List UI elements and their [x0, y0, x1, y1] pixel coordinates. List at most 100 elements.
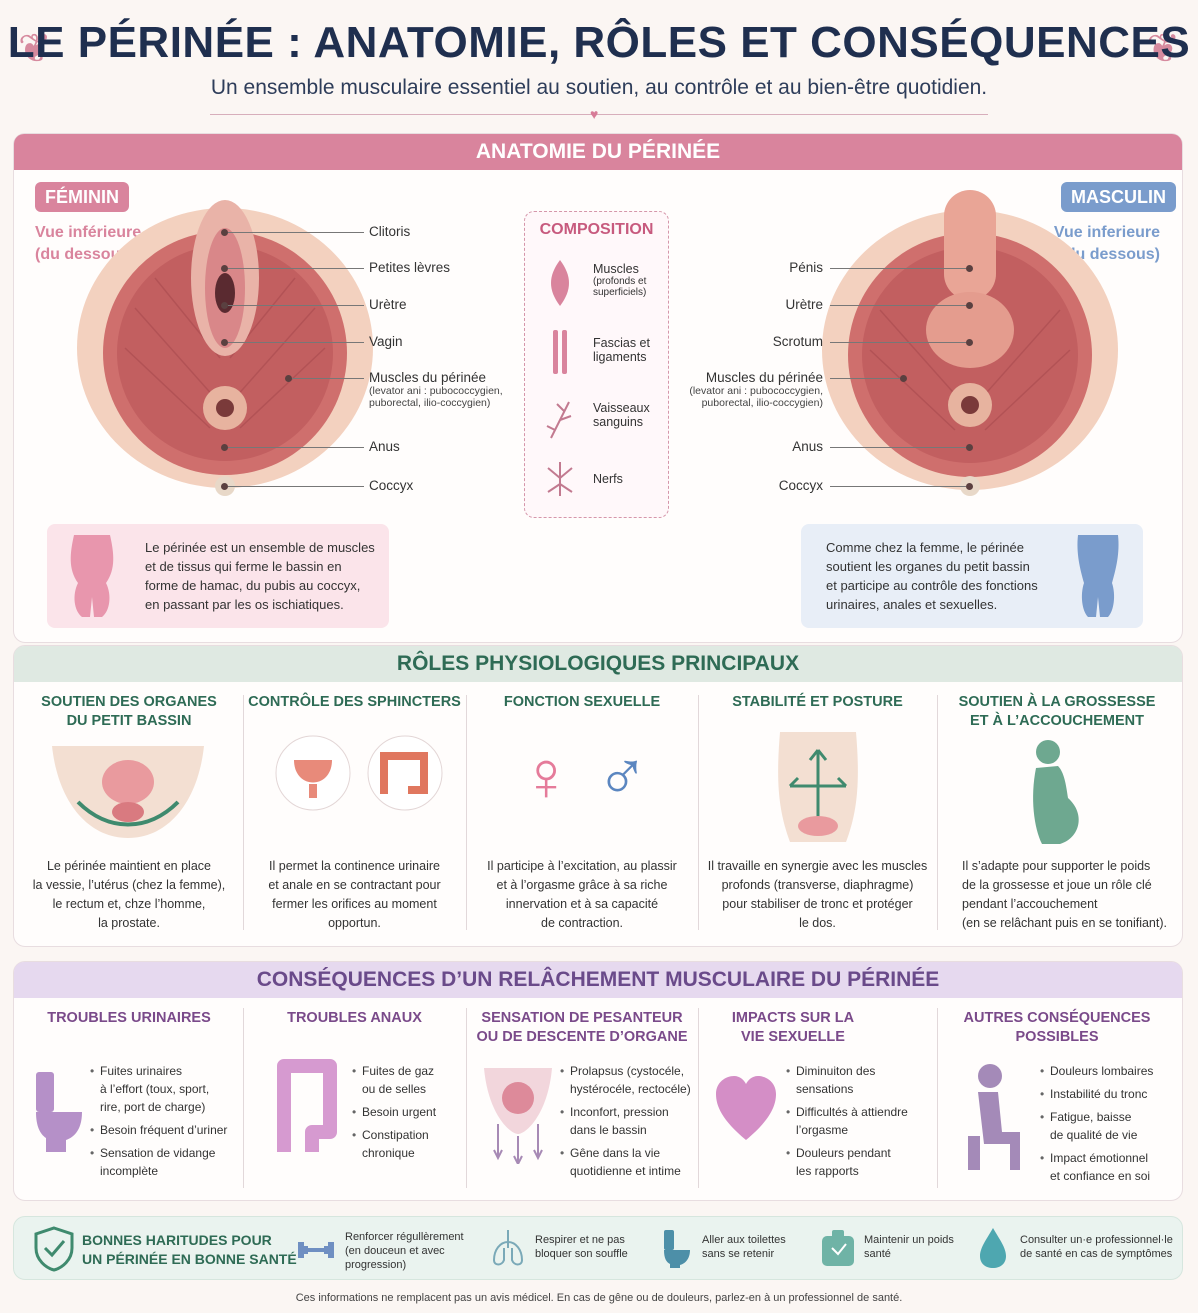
leader-line [228, 268, 364, 269]
leader-line [830, 378, 900, 379]
leader-line [228, 305, 364, 306]
anus-dot-f [221, 444, 228, 451]
scale-icon [822, 1230, 854, 1266]
composition-vessels: Vaisseaux sanguins [593, 401, 650, 429]
separator [698, 695, 699, 930]
cons-title-urinary: TROUBLES URINAIRES [47, 1010, 211, 1026]
label-penis: Pénis [789, 260, 823, 275]
page-subtitle: Un ensemble musculaire essentiel au sout… [210, 76, 988, 99]
heart-icon-large [716, 1076, 776, 1140]
label-scrotum: Scrotum [772, 334, 823, 349]
fascia-icon [553, 330, 567, 374]
habit-strengthen: Renforcer régullèrement(en douceun et av… [345, 1231, 464, 1271]
toilet-icon [36, 1072, 82, 1152]
dumbbell-icon [298, 1242, 334, 1258]
female-perineum-illustration [77, 200, 373, 496]
separator [243, 695, 244, 930]
colon-icon [277, 1059, 337, 1152]
leader-line [228, 232, 364, 233]
label-vagina: Vagin [369, 334, 403, 349]
female-view: Vue inférieure(du dessous) [35, 224, 142, 263]
anatomy-banner: ANATOMIE DU PÉRINÉE [14, 134, 1182, 170]
prolapse-icon [484, 1068, 552, 1164]
bladder-icon [275, 735, 351, 811]
cons-title-anal: TROUBLES ANAUX [287, 1010, 422, 1026]
label-urethra-f: Urètre [369, 297, 407, 312]
separator [937, 1008, 938, 1188]
leader-line [830, 486, 966, 487]
roles-banner: RÔLES PHYSIOLOGIQUES PRINCIPAUX [14, 646, 1182, 682]
male-symbol-icon: ♂ [596, 737, 649, 815]
vagina-dot [221, 339, 228, 346]
roles-section: RÔLES PHYSIOLOGIQUES PRINCIPAUX [13, 645, 1183, 947]
separator [466, 1008, 467, 1188]
drop-icon [980, 1228, 1006, 1268]
leader-line [228, 342, 364, 343]
list-item: Besoin fréquent d’uriner [90, 1121, 240, 1139]
label-anus-m: Anus [792, 439, 823, 454]
separator [466, 695, 467, 930]
separator [698, 1008, 699, 1188]
leader-line [228, 447, 364, 448]
composition-nerves: Nerfs [593, 472, 623, 486]
muscles-dot-m [900, 375, 907, 382]
scrotum-dot [966, 339, 973, 346]
leader-line [228, 486, 364, 487]
role-title-stability: STABILITÉ ET POSTURE [732, 694, 903, 710]
penis-dot [966, 265, 973, 272]
label-anus-f: Anus [369, 439, 400, 454]
cons-list-sexual: Diminuiton des sensations Difficultés à … [786, 1062, 936, 1185]
title-divider [210, 114, 988, 115]
separator [243, 1008, 244, 1188]
coccyx-dot-f [221, 483, 228, 490]
role-text-stability: Il travaille en synergie avec les muscle… [707, 859, 928, 930]
male-view: Vue inferieure(du dessous) [1053, 224, 1160, 263]
male-perineum-illustration [822, 190, 1118, 496]
female-body-icon [70, 535, 114, 617]
heart-icon: ♥ [590, 106, 599, 122]
role-title-sphincters: CONTRÔLE DES SPHINCTERS [248, 694, 461, 710]
page-title: LE PÉRINÉE : ANATOMIE, RÔLES ET CONSÉQUE… [7, 18, 1191, 67]
list-item: Prolapsus (cystocéle,hystérocéle, rectoc… [560, 1062, 695, 1098]
clitoris-dot [221, 229, 228, 236]
label-muscles-f: Muscles du périnée (levator ani : puboco… [369, 370, 503, 409]
consequences-banner: CONSÉQUENCES D’UN RELÂCHEMENT MUSCULAIRE… [14, 962, 1182, 998]
muscle-icon [551, 260, 569, 306]
leader-line [830, 268, 966, 269]
label-urethra-m: Urètre [785, 297, 823, 312]
female-tag: FÉMININ [35, 182, 129, 212]
sitting-person-icon [968, 1064, 1020, 1170]
nerves-icon [547, 462, 573, 496]
label-clitoris: Clitoris [369, 224, 411, 239]
anus-dot-m [966, 444, 973, 451]
toilet-small-icon [664, 1230, 690, 1268]
label-muscles-m: Muscles du périnée (levator ani : puboco… [689, 370, 823, 409]
list-item: Besoin urgent [352, 1103, 462, 1121]
pregnant-woman-icon [1033, 740, 1079, 844]
labia-dot [221, 265, 228, 272]
intestine-icon [367, 735, 443, 811]
footer-disclaimer: Ces informations ne remplacent pas un av… [295, 1292, 903, 1304]
composition-fascia: Fascias et ligaments [593, 336, 650, 364]
